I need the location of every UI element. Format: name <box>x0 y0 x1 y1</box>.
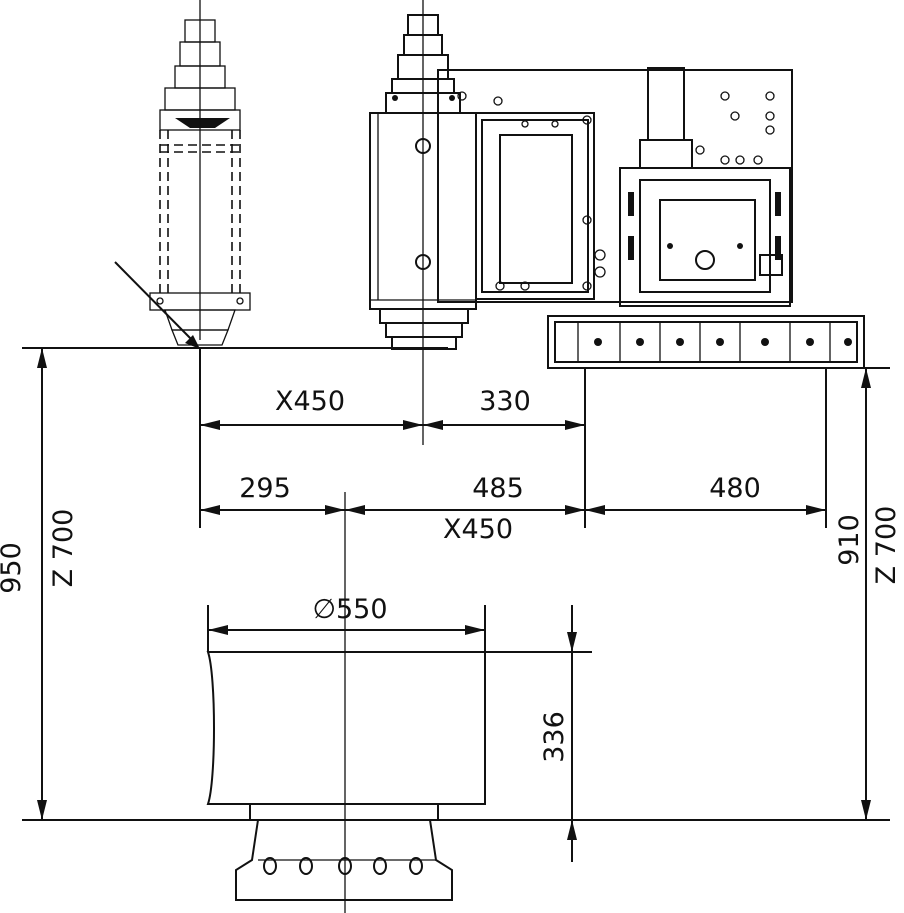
dim-910: 910 <box>834 514 865 566</box>
dim-330: 330 <box>479 386 531 417</box>
carriage-assembly <box>437 67 865 369</box>
rotary-table <box>206 492 486 913</box>
spindle-head-dashed <box>114 0 251 349</box>
dim-336: 336 <box>539 711 570 763</box>
dim-295: 295 <box>239 473 291 504</box>
dim-x450-top: X450 <box>275 386 345 417</box>
dim-z700-left: Z 700 <box>48 509 79 588</box>
dim-diameter-550: ∅550 <box>312 594 387 625</box>
dim-x450-bottom: X450 <box>443 514 513 545</box>
dim-480: 480 <box>709 473 761 504</box>
dim-485: 485 <box>472 473 524 504</box>
dim-950: 950 <box>0 542 27 594</box>
dimension-lines <box>22 347 890 862</box>
spindle-head-main <box>369 0 477 445</box>
dim-z700-right: Z 700 <box>871 506 902 585</box>
